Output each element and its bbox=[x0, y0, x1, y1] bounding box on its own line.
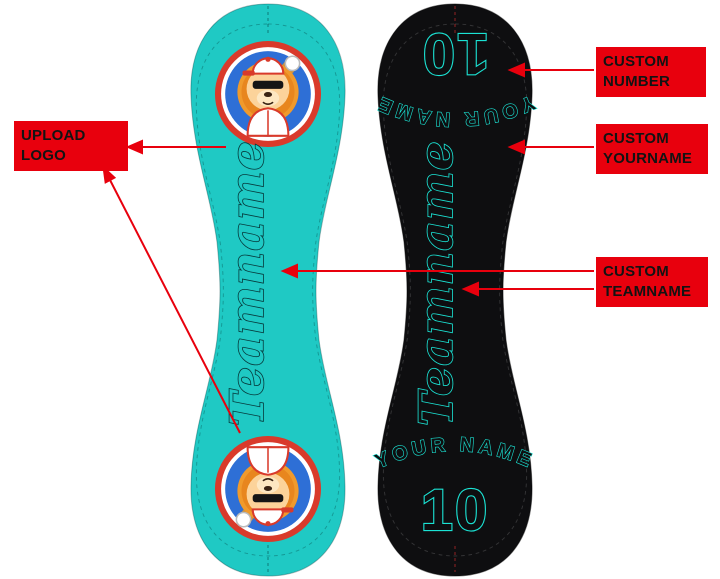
custom-teamname-arrowhead-black bbox=[461, 281, 479, 297]
annotation-arrows bbox=[102, 62, 594, 434]
custom-yourname-arrowhead bbox=[507, 139, 525, 155]
custom-teamname-label: CUSTOM TEAMNAME bbox=[596, 257, 708, 307]
upload-logo-arrowhead-top bbox=[125, 139, 143, 155]
upload-logo-label: UPLOAD LOGO bbox=[14, 121, 128, 171]
teal-teamname-text: Teamname bbox=[220, 140, 274, 426]
custom-number-bottom: 10 bbox=[421, 478, 490, 543]
teal-panel: Teamname bbox=[190, 3, 346, 577]
custom-number-top: 10 bbox=[421, 21, 490, 86]
lion-mascot-logo-top bbox=[213, 39, 323, 149]
custom-teamname-arrowhead-teal bbox=[280, 263, 298, 279]
upload-logo-arrow-bottom bbox=[109, 179, 241, 434]
custom-yourname-label: CUSTOM YOURNAME bbox=[596, 124, 708, 174]
custom-number-arrowhead bbox=[507, 62, 525, 78]
black-panel: 10 YOUR NAME YOUR NAME 10 Teamname bbox=[371, 3, 539, 577]
custom-number-label: CUSTOM NUMBER bbox=[596, 47, 706, 97]
lion-mascot-logo-bottom bbox=[213, 434, 323, 544]
upload-logo-arrowhead-bottom bbox=[102, 164, 117, 184]
black-teamname-text: Teamname bbox=[409, 140, 463, 426]
